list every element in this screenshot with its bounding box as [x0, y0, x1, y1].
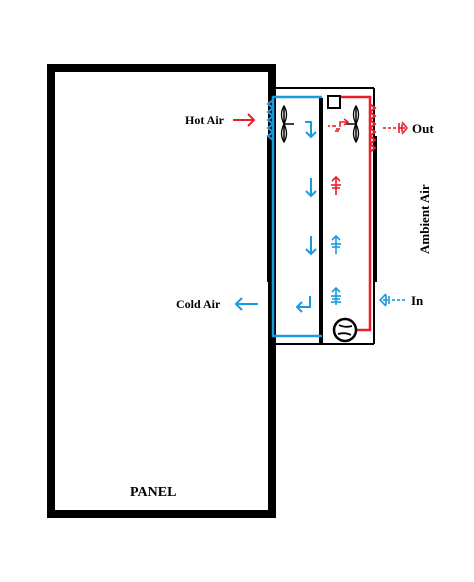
hot-air-label: Hot Air [185, 113, 225, 127]
cold-air-arrow-icon [234, 297, 258, 311]
in-label: In [411, 293, 424, 308]
out-label: Out [412, 121, 434, 136]
fan-icon [280, 104, 294, 144]
cold-air-label: Cold Air [176, 297, 221, 311]
condenser-coil-icon [368, 103, 377, 153]
ambient-air-label: Ambient Air [417, 184, 432, 254]
compressor-icon [332, 317, 358, 343]
hot-refrigerant-loop [340, 95, 372, 332]
out-arrow-icon [383, 121, 409, 135]
in-arrow-icon [378, 293, 405, 307]
ambient-air-up-arrows [328, 118, 350, 305]
fan-icon [346, 104, 360, 144]
evaporator-coil-icon [266, 99, 275, 141]
panel-label: PANEL [130, 485, 176, 500]
cold-air-flow-arrows [295, 121, 317, 313]
panel-enclosure [47, 64, 276, 518]
cold-refrigerant-loop [271, 95, 322, 338]
expansion-valve-icon [327, 95, 341, 109]
hot-air-arrow-icon [233, 113, 256, 127]
